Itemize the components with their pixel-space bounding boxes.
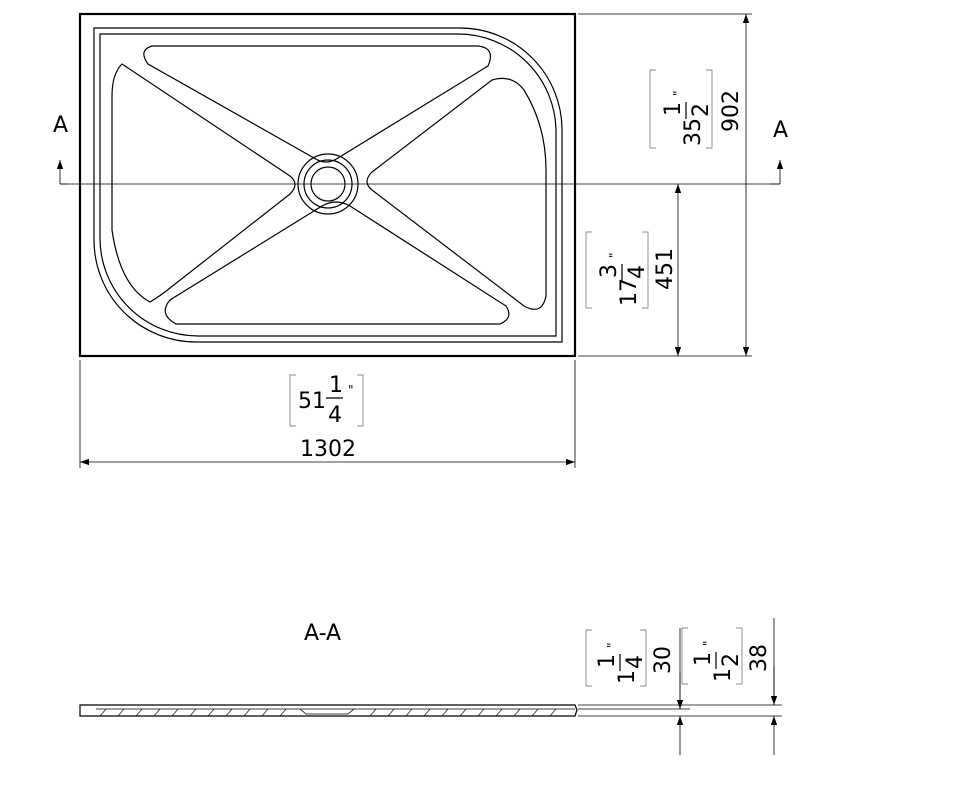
pad-bottom bbox=[164, 201, 510, 325]
depth-total-inch-num: 1 bbox=[691, 652, 716, 666]
width-inch-mark: " bbox=[348, 383, 354, 397]
drain-mm: 451 bbox=[653, 248, 678, 290]
height-dimension: 35 1 2 " 902 bbox=[578, 13, 752, 357]
depth-inner-inch-den: 4 bbox=[623, 655, 648, 669]
section-mark-right-label: A bbox=[773, 118, 788, 143]
depth-inner-inch-whole: 1 bbox=[615, 670, 640, 684]
section-profile bbox=[79, 704, 578, 717]
height-inch-whole: 35 bbox=[681, 118, 706, 146]
depth-inner-inch-mark: " bbox=[605, 642, 619, 648]
drain-offset-dimension: 17 3 4 " 451 bbox=[585, 184, 682, 356]
depth-total-inch-whole: 1 bbox=[711, 668, 736, 682]
width-mm: 1302 bbox=[300, 437, 356, 462]
section-title: A-A bbox=[304, 621, 341, 646]
drain-inch-den: 4 bbox=[625, 265, 650, 279]
section-view bbox=[79, 704, 782, 717]
drain-inch-mark: " bbox=[607, 252, 621, 258]
pad-top bbox=[143, 45, 491, 163]
height-mm: 902 bbox=[719, 90, 744, 132]
depth-total-inch-den: 2 bbox=[719, 653, 744, 667]
pad-left bbox=[111, 63, 296, 303]
width-inch-num: 1 bbox=[329, 373, 343, 398]
section-mark-left-label: A bbox=[53, 113, 68, 138]
tray-outline bbox=[78, 12, 577, 358]
width-dimension: 51 1 4 " 1302 bbox=[79, 360, 576, 468]
depth-inner-mm: 30 bbox=[651, 646, 676, 674]
depth-total-inch-mark: " bbox=[701, 640, 715, 646]
plan-view bbox=[60, 12, 780, 358]
depth-total-mm: 38 bbox=[747, 644, 772, 672]
depth-inner-inch-num: 1 bbox=[595, 654, 620, 668]
section-mark-left: A bbox=[53, 113, 68, 185]
drain-inch-whole: 17 bbox=[617, 278, 642, 306]
height-inch-den: 2 bbox=[689, 103, 714, 117]
width-inch-whole: 51 bbox=[298, 389, 326, 414]
width-inch-den: 4 bbox=[328, 403, 342, 428]
section-mark-right: A bbox=[770, 118, 788, 185]
depth-inner-dimension: 1 1 4 " 30 bbox=[585, 628, 684, 755]
height-inch-num: 1 bbox=[661, 102, 686, 116]
height-inch-mark: " bbox=[671, 90, 685, 96]
pad-right bbox=[366, 77, 547, 310]
drain-inch-num: 3 bbox=[597, 264, 622, 278]
tray-rim-outer bbox=[93, 27, 563, 343]
depth-total-dimension: 1 1 2 " 38 bbox=[681, 618, 778, 755]
tray-rim-inner bbox=[99, 33, 557, 337]
